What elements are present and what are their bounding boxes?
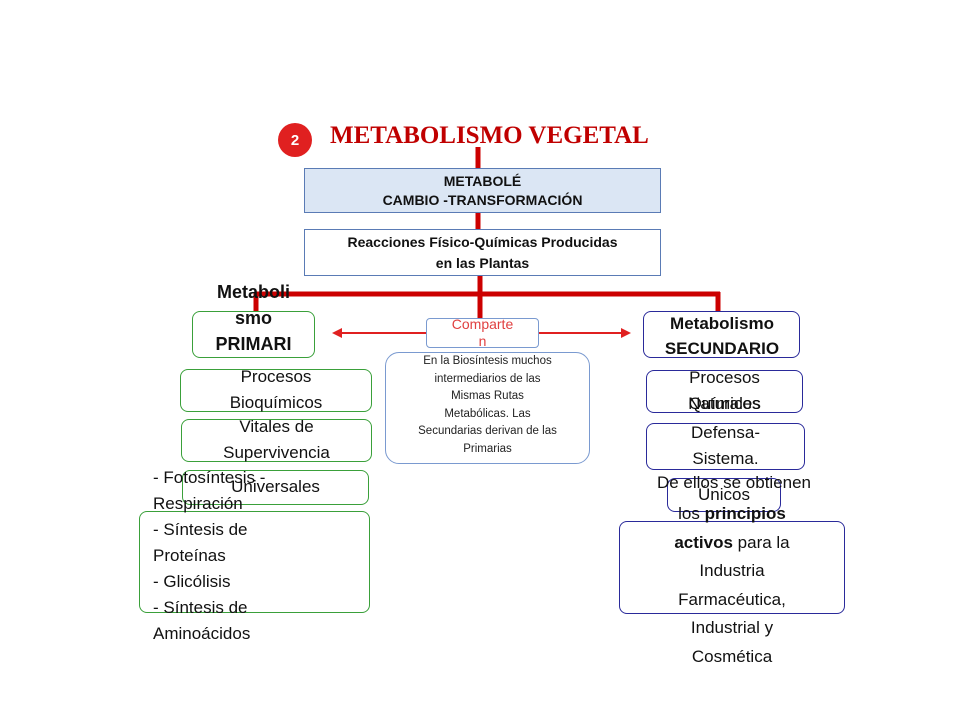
- secundario-line-2: SECUNDARIO: [664, 339, 780, 358]
- metabole-line-1: METABOLÉ: [443, 173, 522, 189]
- primario-line-3: PRIMARI: [215, 334, 292, 354]
- primario-list-box: [139, 511, 370, 613]
- procesos-bioquimicos-box: [180, 369, 372, 412]
- industria-line-2: activos para la: [619, 529, 845, 558]
- defensa-line-2: Sistema.: [692, 449, 759, 468]
- biosintesis-box: [385, 352, 590, 464]
- primario-list-line-5: - Glicólisis: [153, 572, 231, 591]
- biosintesis-line-3: Mismas Rutas: [451, 390, 524, 402]
- biosintesis-text: En la Biosíntesis muchos intermediarios …: [390, 353, 585, 458]
- procesos-bioquimicos-text: Procesos Bioquímicos: [180, 364, 372, 416]
- secundario-box: [643, 311, 800, 358]
- industria-post: para la: [732, 532, 790, 552]
- biosintesis-line-4: Metabólicas. Las: [444, 407, 531, 420]
- procesos-bioquimicos-line-1: Procesos: [240, 367, 312, 386]
- industria-text: los principios activos para la Industria…: [619, 500, 845, 671]
- primario-list-line-3: - Síntesis de: [153, 520, 248, 539]
- secundario-line-1: Metabolismo: [670, 314, 774, 333]
- reacciones-line-1: Reacciones Físico-Químicas Producidas: [347, 234, 618, 250]
- defensa-sistema-text: Defensa- Sistema.: [646, 420, 805, 472]
- primario-box: [192, 311, 315, 358]
- defensa-sistema-box: [646, 423, 805, 470]
- biosintesis-line-1: En la Biosíntesis muchos: [423, 355, 552, 367]
- secundario-label: Metabolismo SECUNDARIO: [640, 311, 804, 361]
- industria-line-1: los principios: [619, 500, 845, 529]
- universales-box: [182, 470, 369, 505]
- primario-line-2: smo: [234, 308, 272, 328]
- procesos-bioquimicos-line-2: Bioquímicos: [229, 393, 323, 412]
- comparten-line-1: Comparte: [451, 316, 514, 332]
- reacciones-line-2: en las Plantas: [435, 255, 530, 271]
- vitales-line-2: Supervivencia: [223, 443, 330, 462]
- metabole-box: METABOLÉ CAMBIO -TRANSFORMACIÓN: [304, 168, 661, 213]
- primario-list-line-2: Respiración: [153, 494, 243, 513]
- primario-list-line-1: - Fotosíntesis -: [153, 468, 266, 487]
- primario-list-line-4: Proteínas: [153, 546, 226, 565]
- industria-line-6: Cosmética: [691, 646, 773, 666]
- procesos-quimicos-box: [646, 370, 803, 413]
- page-title: METABOLISMO VEGETAL: [330, 122, 649, 149]
- primario-list-line-6: - Síntesis de: [153, 598, 248, 617]
- procesos-quimicos-line-2: Químicos: [688, 394, 761, 413]
- principios-bold: principios: [704, 504, 786, 523]
- industria-line-5: Industrial y: [690, 618, 774, 637]
- comparten-label: Comparte n: [426, 316, 539, 350]
- comparten-box: [426, 318, 539, 348]
- defensa-line-1: Defensa-: [691, 423, 760, 442]
- industria-box: [619, 521, 845, 614]
- unicos-text: Únicos: [698, 485, 750, 504]
- primario-list-line-7: Aminoácidos: [153, 624, 251, 643]
- reacciones-box: Reacciones Físico-Químicas Producidas en…: [304, 229, 661, 276]
- vitales-supervivencia-text: Vitales de Supervivencia: [181, 414, 372, 466]
- primario-label: Metaboli smo PRIMARI: [188, 279, 319, 357]
- activos-bold: activos: [674, 532, 733, 552]
- metabole-line-2: CAMBIO -TRANSFORMACIÓN: [382, 192, 583, 208]
- procesos-quimicos-line-1: Procesos: [689, 368, 760, 387]
- primario-line-1: Metaboli: [216, 282, 290, 302]
- biosintesis-line-5: Secundarias derivan de las: [418, 425, 557, 437]
- primario-list-text: - Fotosíntesis - Respiración - Síntesis …: [153, 465, 383, 647]
- industria-line-4: Farmacéutica,: [678, 589, 786, 609]
- unicos-box: [667, 478, 781, 512]
- slide-number-badge: 2: [278, 123, 312, 157]
- de-ellos-text: De ellos se obtienen: [656, 473, 812, 492]
- biosintesis-line-6: Primarias: [463, 442, 512, 455]
- procesos-quimicos-text: Procesos Químicos: [646, 365, 803, 417]
- universales-text: Universales: [231, 477, 320, 496]
- naturales-text: Naturales: [688, 394, 761, 413]
- industria-line-3: Industria: [699, 561, 765, 580]
- vitales-line-1: Vitales de: [239, 417, 314, 436]
- vitales-supervivencia-box: [181, 419, 372, 462]
- industria-pre: los: [678, 504, 705, 523]
- biosintesis-line-2: intermediarios de las: [434, 372, 541, 385]
- comparten-line-2: n: [478, 333, 487, 349]
